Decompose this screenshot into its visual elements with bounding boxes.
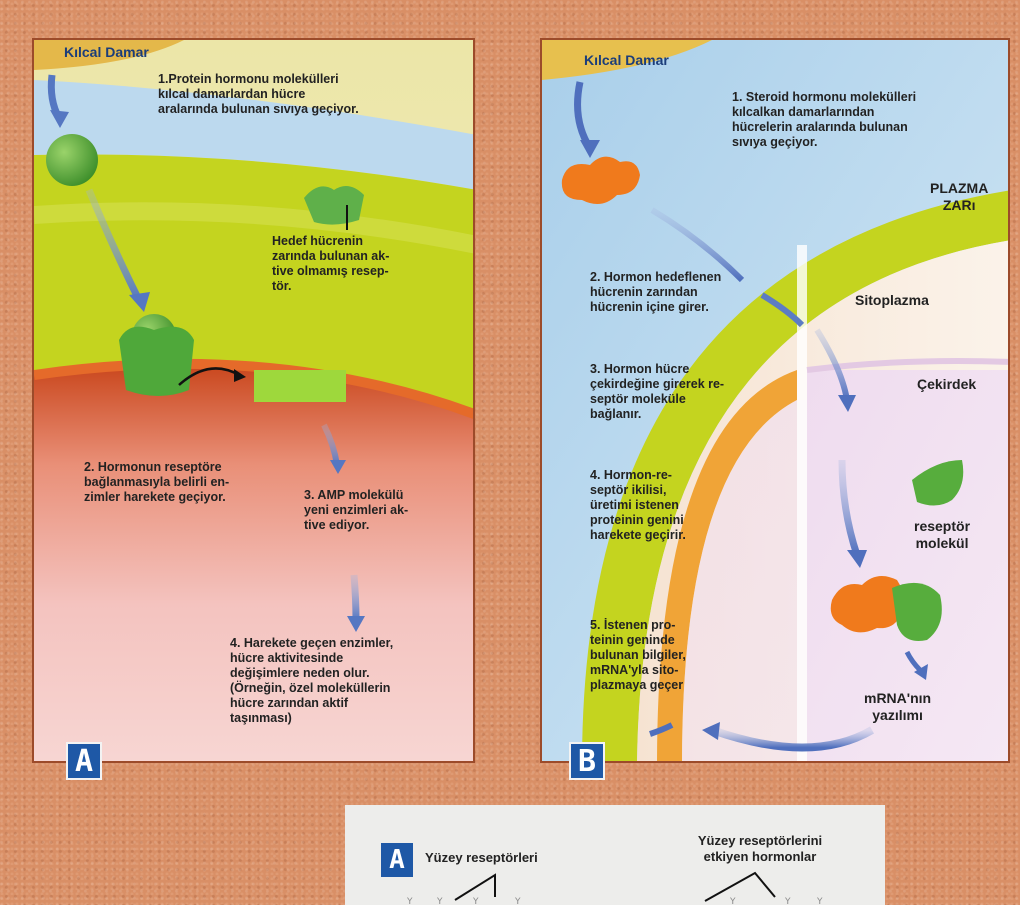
receptor-molecule-label: reseptör molekül xyxy=(914,518,970,552)
svg-text:Y: Y xyxy=(406,897,413,905)
step-3-text: 3. AMP molekülü yeni enzimleri ak- tive … xyxy=(304,488,408,533)
capillary-label-b: Kılcal Damar xyxy=(584,52,669,69)
legend-box: A Yüzey reseptörleri Yüzey reseptörlerin… xyxy=(345,805,885,905)
panel-b-badge: B xyxy=(569,742,605,780)
step-1-text: 1.Protein hormonu molekülleri kılcal dam… xyxy=(158,72,359,117)
svg-text:Y: Y xyxy=(472,897,479,905)
legend-pointer-lines: Y Y Y Y Y Y Y xyxy=(345,805,885,905)
plasma-membrane-label: PLAZMA ZARı xyxy=(930,180,988,214)
step-2-text: 2. Hormonun reseptöre bağlanmasıyla beli… xyxy=(84,460,229,505)
step-2-text-b: 2. Hormon hedeflenen hücrenin zarından h… xyxy=(590,270,721,315)
svg-text:Y: Y xyxy=(514,897,521,905)
step-4-text-b: 4. Hormon-re- septör ikilisi, üretimi is… xyxy=(590,468,686,543)
panel-a-badge: A xyxy=(66,742,102,780)
capillary-label: Kılcal Damar xyxy=(64,44,149,61)
bound-receptor xyxy=(119,327,194,396)
step-4-text: 4. Harekete geçen enzimler, hücre aktivi… xyxy=(230,636,393,726)
svg-text:Y: Y xyxy=(436,897,443,905)
svg-text:Y: Y xyxy=(816,897,823,905)
cytoplasm-label: Sitoplazma xyxy=(855,292,929,309)
enzyme-arrow xyxy=(354,575,356,620)
mrna-label: mRNA'nın yazılımı xyxy=(864,690,931,724)
step-5-text-b: 5. İstenen pro- teinin geninde bulunan b… xyxy=(590,618,686,693)
panel-b-steroid-hormone: Kılcal Damar 1. Steroid hormonu moleküll… xyxy=(540,38,1010,763)
amp-molecule xyxy=(254,370,346,402)
panel-a-protein-hormone: Kılcal Damar 1.Protein hormonu molekülle… xyxy=(32,38,475,763)
step-3-text-b: 3. Hormon hücre çekirdeğine girerek re- … xyxy=(590,362,724,422)
receptor-note: Hedef hücrenin zarında bulunan ak- tive … xyxy=(272,234,389,294)
inactive-receptor xyxy=(304,186,364,225)
step-1-text-b: 1. Steroid hormonu molekülleri kılcalkan… xyxy=(732,90,916,150)
svg-text:Y: Y xyxy=(784,897,791,905)
svg-text:Y: Y xyxy=(729,897,736,905)
nucleus-label: Çekirdek xyxy=(917,376,976,393)
protein-hormone-molecule xyxy=(46,134,98,186)
